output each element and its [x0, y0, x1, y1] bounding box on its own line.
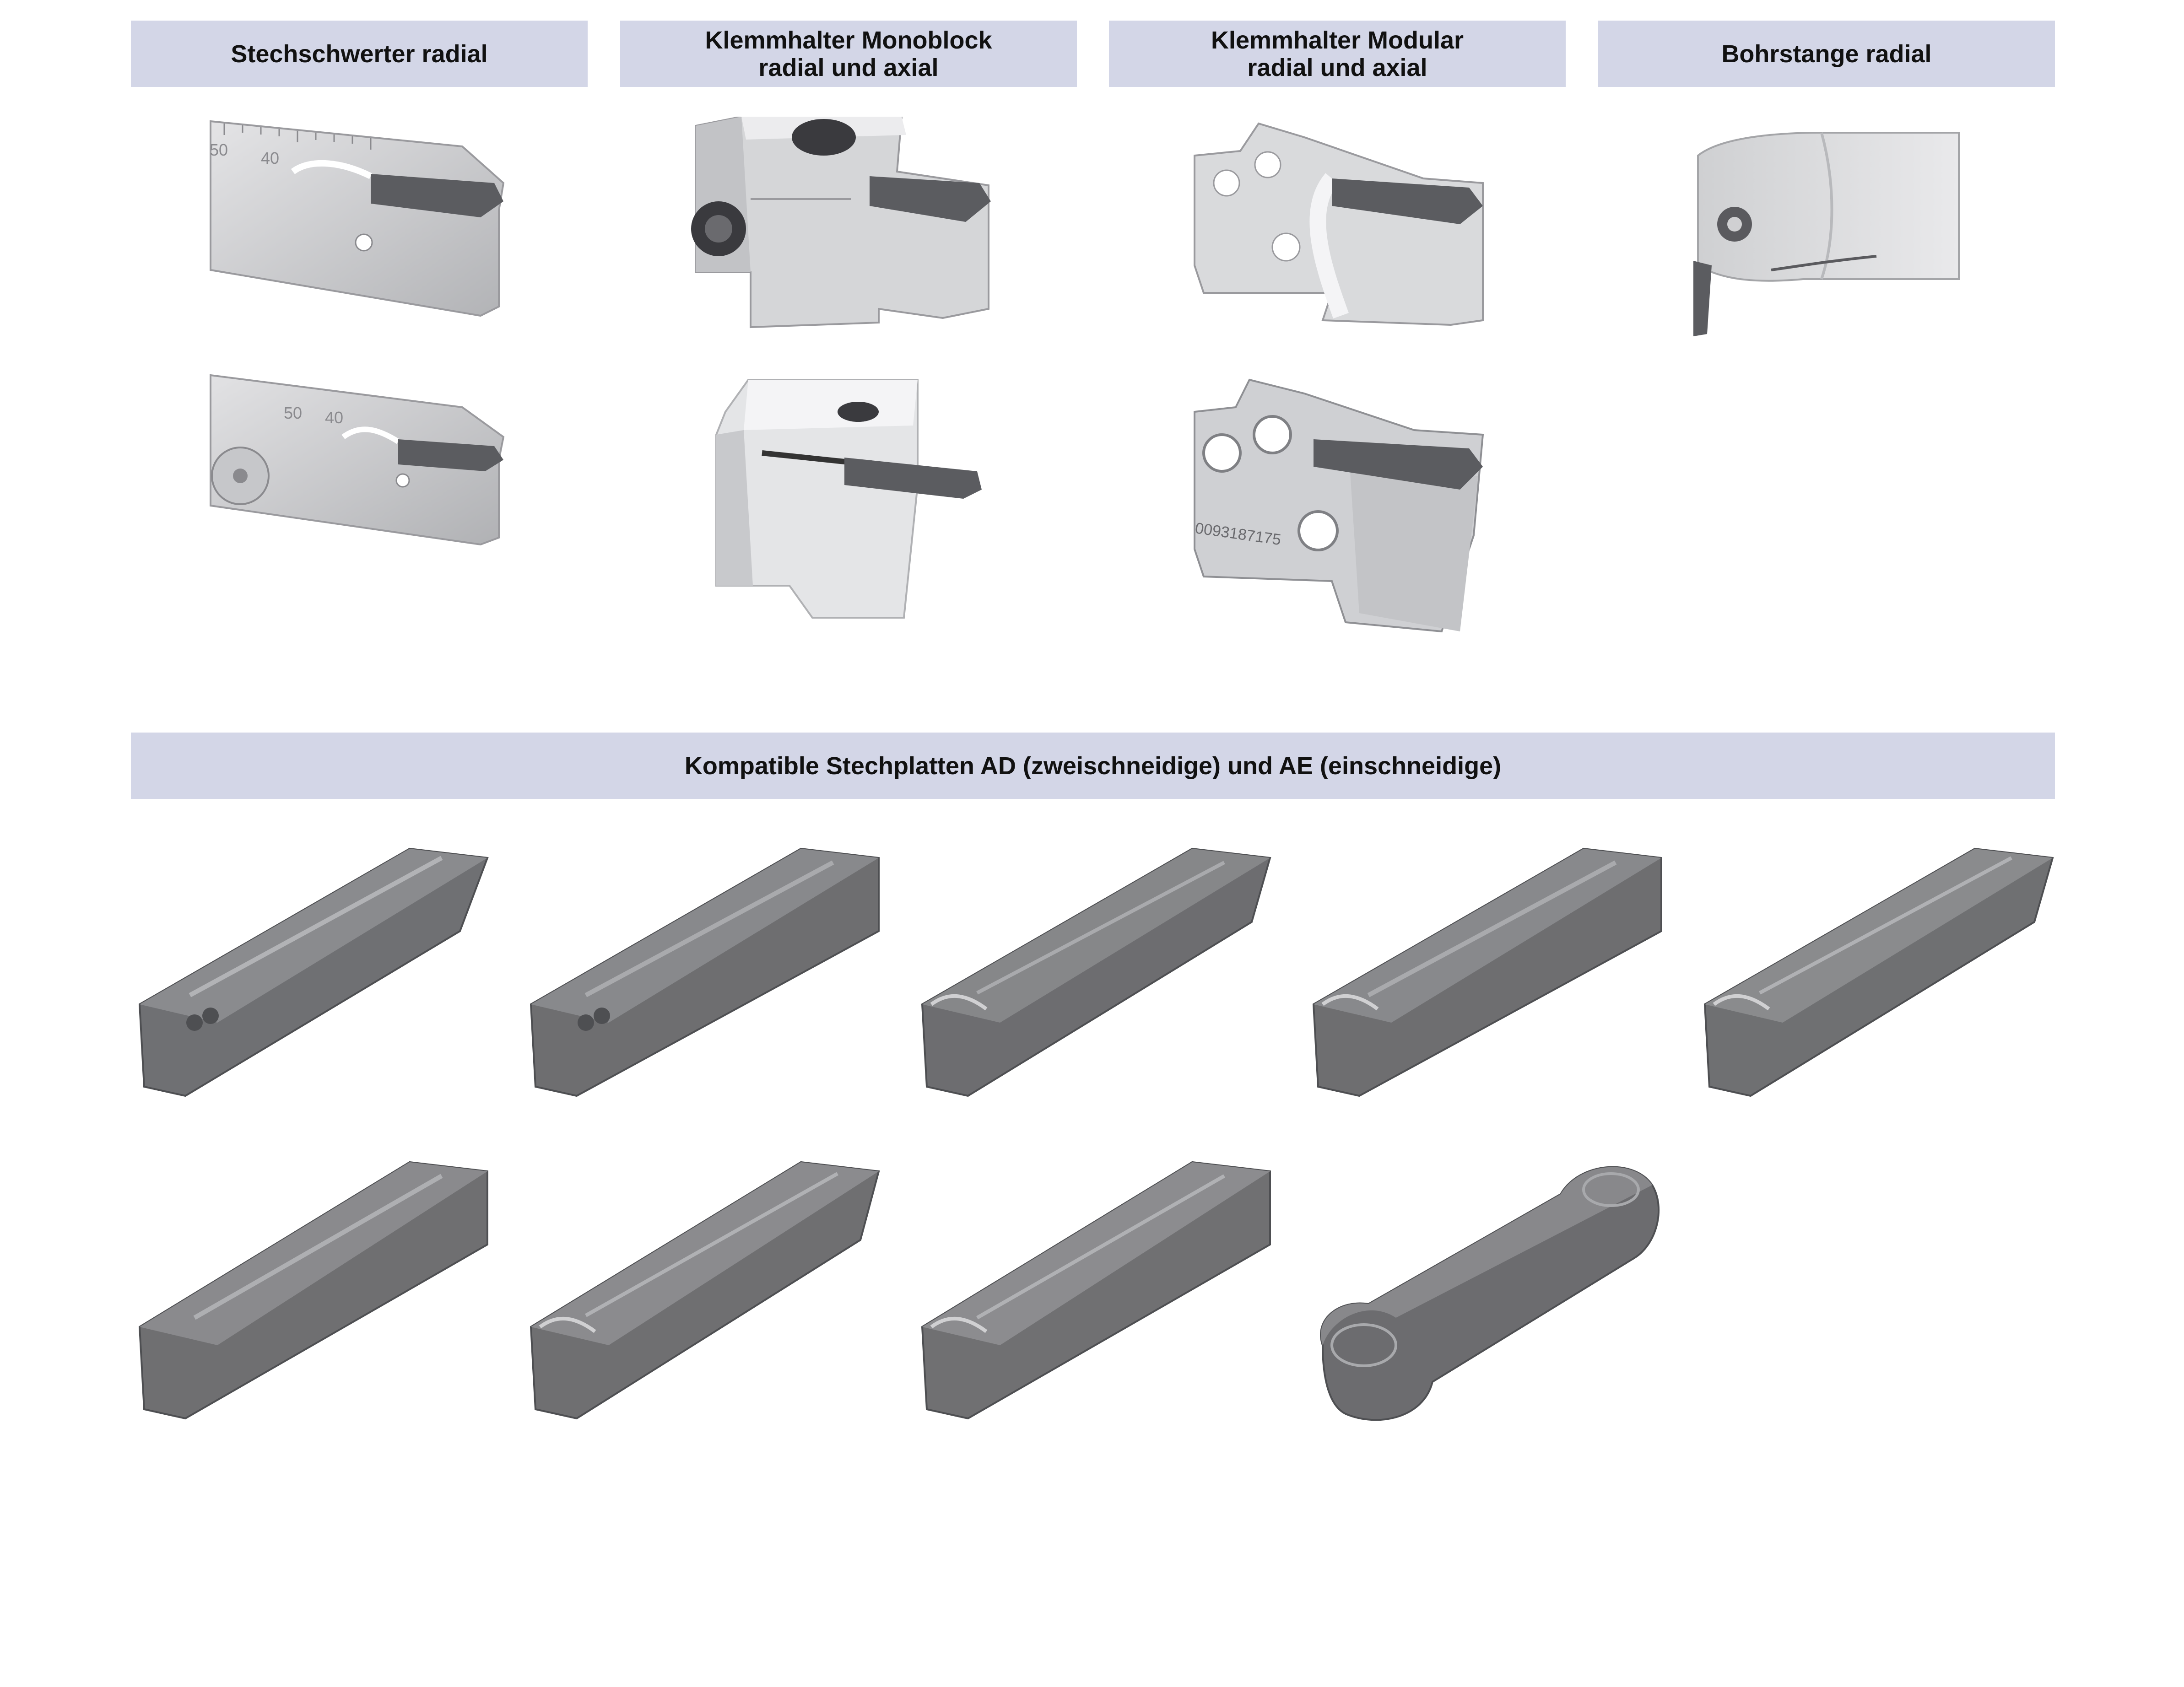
ruler-label-50-b: 50	[284, 404, 302, 422]
monoblock-holder-image-2	[707, 375, 991, 622]
insert-image-3	[913, 830, 1275, 1114]
insert-image-2	[522, 830, 883, 1114]
ruler-label-50: 50	[210, 140, 228, 159]
header-kompatible-stechplatten: Kompatible Stechplatten AD (zweischneidi…	[131, 733, 2055, 799]
insert-image-8	[913, 1153, 1275, 1437]
header-klemmhalter-monoblock: Klemmhalter Monoblock radial und axial	[620, 21, 1077, 87]
header-stechschwerter-radial: Stechschwerter radial	[131, 21, 588, 87]
modular-holder-image-1	[1185, 119, 1506, 329]
boring-bar-image	[1684, 128, 1977, 339]
blade-image-1: 50 40	[206, 119, 526, 320]
ruler-label-40-b: 40	[325, 408, 343, 427]
insert-image-9	[1304, 1153, 1666, 1437]
insert-image-4	[1304, 830, 1666, 1114]
modular-holder-image-2: 0093187175	[1185, 375, 1506, 641]
insert-image-7	[522, 1153, 883, 1437]
header-klemmhalter-modular: Klemmhalter Modular radial und axial	[1109, 21, 1566, 87]
ruler-label-40: 40	[261, 149, 279, 167]
monoblock-holder-image-1	[687, 117, 1007, 332]
blade-image-2: 50 40	[206, 373, 526, 547]
insert-image-6	[130, 1153, 492, 1437]
insert-image-5	[1696, 830, 2057, 1114]
insert-image-1	[130, 830, 492, 1114]
header-bohrstange-radial: Bohrstange radial	[1598, 21, 2055, 87]
